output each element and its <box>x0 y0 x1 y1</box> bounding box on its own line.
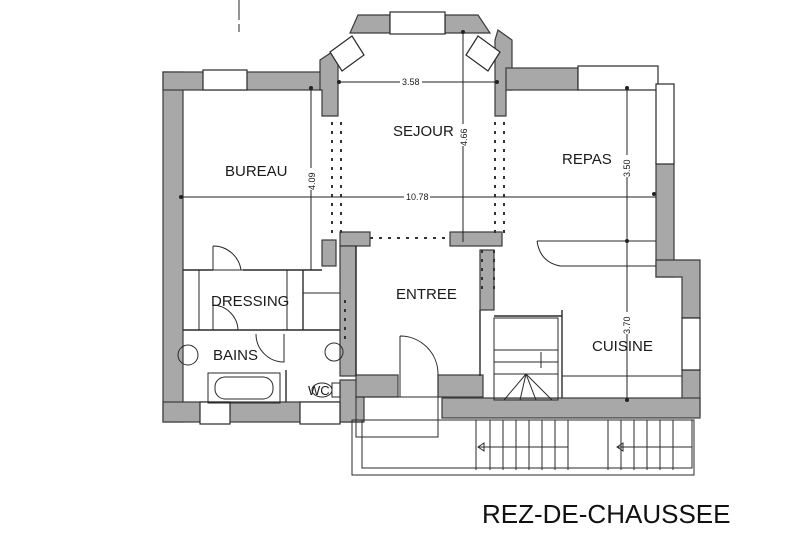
room-label-bains: BAINS <box>213 347 258 364</box>
openings <box>331 122 505 340</box>
room-labels: BUREAU SEJOUR REPAS ENTREE DRESSING BAIN… <box>211 123 653 398</box>
exterior-steps <box>475 420 692 470</box>
doors <box>212 245 439 397</box>
room-label-entree: ENTREE <box>396 286 457 303</box>
interior-lines <box>177 240 695 476</box>
windows <box>199 11 701 425</box>
dim-sejour-depth: 4.66 <box>459 128 469 146</box>
room-label-repas: REPAS <box>562 151 612 168</box>
dim-cuisine-depth: 3.70 <box>622 316 632 334</box>
walls <box>162 14 701 423</box>
room-label-bureau: BUREAU <box>225 163 288 180</box>
room-label-wc: WC <box>308 383 330 398</box>
room-label-dressing: DRESSING <box>211 293 289 310</box>
dim-total-width: 10.78 <box>406 192 429 202</box>
dimension-labels: 3.58 4.66 4.09 10.78 3.50 3.70 <box>307 76 632 334</box>
dim-sejour-width: 3.58 <box>402 77 420 87</box>
dim-bureau-depth: 4.09 <box>307 172 317 190</box>
room-label-sejour: SEJOUR <box>393 123 454 140</box>
dim-repas-depth: 3.50 <box>622 159 632 177</box>
floor-title: REZ-DE-CHAUSSEE <box>482 499 730 529</box>
room-label-cuisine: CUISINE <box>592 338 653 355</box>
